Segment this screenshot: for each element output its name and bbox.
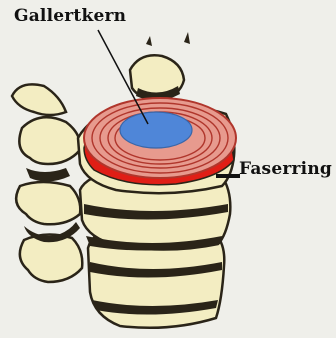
label-annulus: Faserring <box>239 161 332 178</box>
nucleus-pulposus <box>120 112 192 148</box>
spinous-process-left <box>12 84 66 115</box>
left-process-upper <box>19 117 80 164</box>
top-mark-1 <box>146 36 152 46</box>
process-shadow-2 <box>26 168 70 182</box>
left-process-middle <box>16 182 80 224</box>
label-nucleus: Gallertkern <box>14 8 126 25</box>
top-mark-2 <box>184 32 190 44</box>
